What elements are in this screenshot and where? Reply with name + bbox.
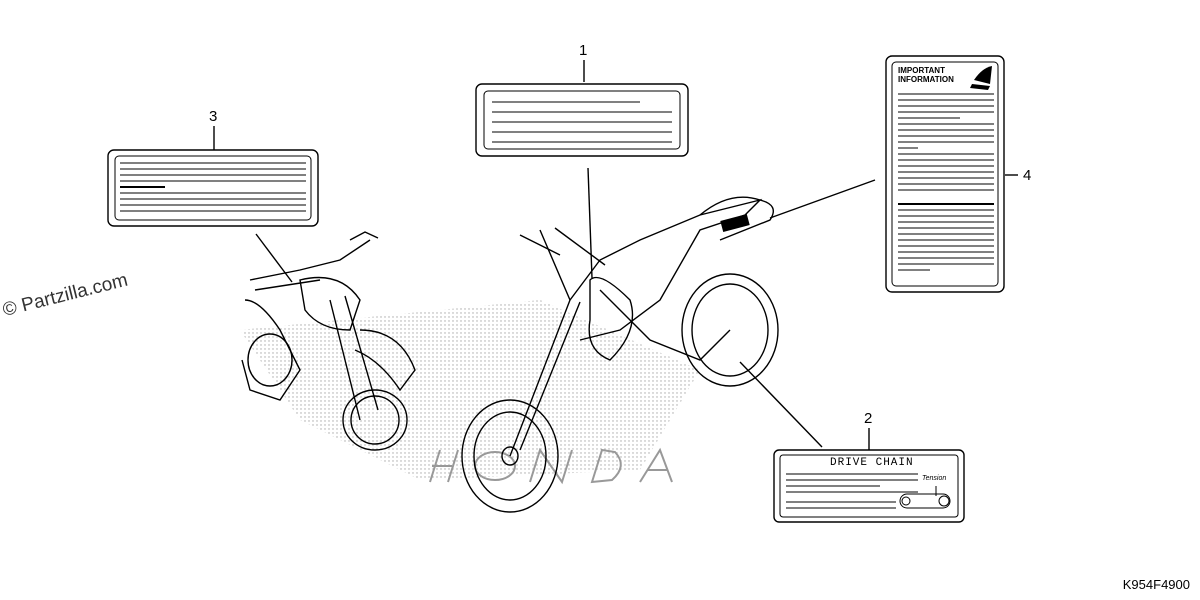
leader-lines: [213, 60, 1018, 450]
honda-wing-icon: [970, 66, 992, 90]
motorcycle-rear-view-art: [461, 196, 779, 513]
callout-3: 3: [209, 108, 218, 125]
callout-1: 1: [579, 42, 588, 59]
label-3-art: [107, 149, 319, 227]
label-1-art: [475, 83, 689, 157]
callout-2: 2: [864, 410, 873, 427]
label-2-title: DRIVE CHAIN: [830, 457, 914, 469]
chain-slack-icon: [899, 486, 951, 509]
motorcycle-front-view-art: [241, 231, 416, 451]
label-2-art: [773, 449, 965, 523]
label-4-art: [885, 55, 1005, 293]
callout-4: 4: [1023, 167, 1032, 184]
label-4-heading: IMPORTANT INFORMATION: [898, 66, 954, 84]
brand-lettering-art: [429, 447, 673, 485]
dotted-shadow: [240, 300, 700, 480]
diagram-code: K954F4900: [1122, 577, 1190, 592]
label-2-tag: Tension: [922, 475, 947, 482]
